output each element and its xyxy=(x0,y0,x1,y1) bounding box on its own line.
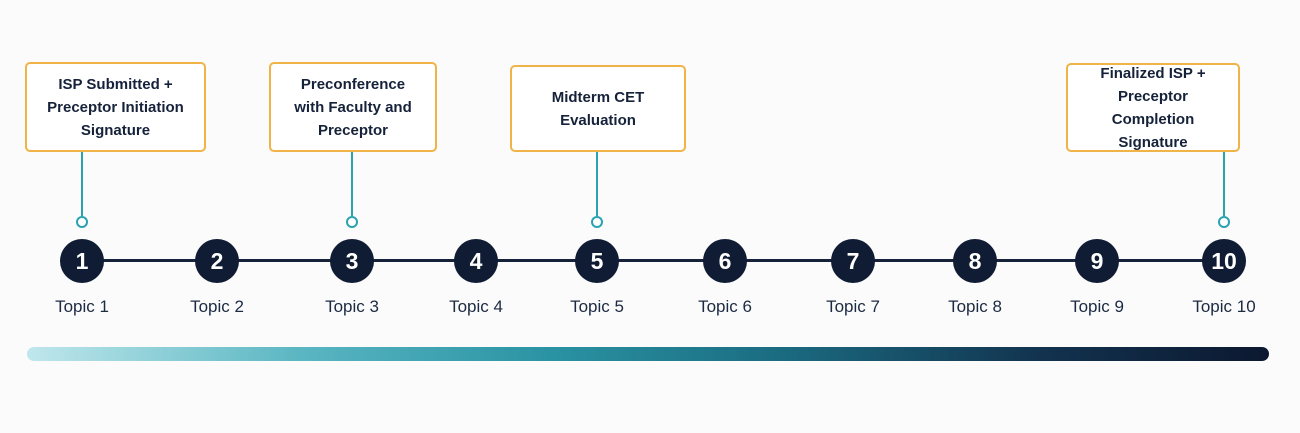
step-node-2: 2 xyxy=(195,239,239,283)
milestone-callout-2: Preconference with Faculty and Preceptor xyxy=(269,62,437,152)
topic-label-5: Topic 5 xyxy=(570,297,624,316)
milestone-connector-3 xyxy=(596,152,598,216)
step-node-6: 6 xyxy=(703,239,747,283)
topic-label-7: Topic 7 xyxy=(826,297,880,316)
milestone-connector-dot-1 xyxy=(76,216,88,228)
topic-label-3: Topic 3 xyxy=(325,297,379,316)
milestone-callout-text-1: ISP Submitted + Preceptor Initiation Sig… xyxy=(47,75,184,139)
milestone-callout-text-2: Preconference with Faculty and Preceptor xyxy=(294,75,412,139)
step-node-8: 8 xyxy=(953,239,997,283)
milestone-connector-dot-4 xyxy=(1218,216,1230,228)
milestone-connector-dot-2 xyxy=(346,216,358,228)
topic-label-4: Topic 4 xyxy=(449,297,503,316)
topic-label-9: Topic 9 xyxy=(1070,297,1124,316)
milestone-connector-dot-3 xyxy=(591,216,603,228)
step-node-1: 1 xyxy=(60,239,104,283)
milestone-callout-1: ISP Submitted + Preceptor Initiation Sig… xyxy=(25,62,206,152)
milestone-connector-2 xyxy=(351,152,353,216)
step-node-7: 7 xyxy=(831,239,875,283)
milestone-connector-1 xyxy=(81,152,83,216)
topic-label-6: Topic 6 xyxy=(698,297,752,316)
step-node-3: 3 xyxy=(330,239,374,283)
topic-label-8: Topic 8 xyxy=(948,297,1002,316)
milestone-callout-3: Midterm CET Evaluation xyxy=(510,65,686,152)
milestone-callout-text-3: Midterm CET Evaluation xyxy=(551,88,645,129)
topic-label-2: Topic 2 xyxy=(190,297,244,316)
step-node-4: 4 xyxy=(454,239,498,283)
topic-label-10: Topic 10 xyxy=(1192,297,1256,316)
step-node-10: 10 xyxy=(1202,239,1246,283)
milestone-callout-4: Finalized ISP + Preceptor Completion Sig… xyxy=(1066,63,1240,152)
milestone-callout-text-4: Finalized ISP + Preceptor Completion Sig… xyxy=(1100,64,1206,151)
step-node-5: 5 xyxy=(575,239,619,283)
topic-label-1: Topic 1 xyxy=(55,297,109,316)
step-node-9: 9 xyxy=(1075,239,1119,283)
milestone-connector-4 xyxy=(1223,152,1225,216)
timeline-track xyxy=(82,259,1224,262)
progress-gradient-bar xyxy=(27,347,1269,361)
